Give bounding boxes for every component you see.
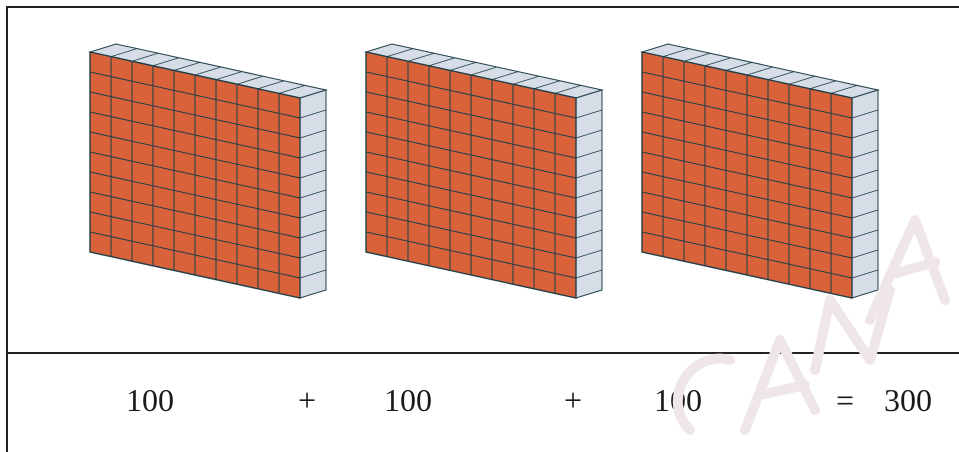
- grid-line: [365, 111, 577, 159]
- hundred-flat-2: [354, 40, 624, 310]
- grid-line: [575, 169, 603, 179]
- grid-line: [575, 209, 603, 219]
- grid-line: [299, 269, 327, 279]
- hundred-flats-row: [8, 8, 959, 352]
- grid-line: [575, 269, 603, 279]
- plus-sign-1: +: [298, 382, 317, 418]
- grid-line: [851, 169, 879, 179]
- grid-line: [704, 57, 732, 67]
- grid-line: [278, 85, 306, 94]
- grid-line: [641, 151, 853, 199]
- grid-line: [449, 62, 477, 71]
- grid-line: [851, 129, 879, 139]
- grid-line: [299, 169, 327, 179]
- grid-line: [110, 48, 138, 57]
- hundred-flat-1: [78, 40, 348, 310]
- grid-line: [89, 91, 301, 139]
- hundred-flat-2-drawing: [364, 43, 604, 299]
- grid-line: [89, 211, 301, 259]
- grid-line: [641, 91, 853, 139]
- grid-line: [365, 231, 577, 279]
- grid-line: [554, 85, 582, 94]
- grid-line: [851, 109, 879, 119]
- grid-line: [299, 149, 327, 159]
- grid-line: [89, 111, 301, 159]
- grid-line: [194, 66, 222, 76]
- grid-line: [575, 129, 603, 139]
- addend-1: 100: [126, 382, 174, 418]
- grid-line: [641, 211, 853, 259]
- grid-line: [641, 171, 853, 219]
- grid-line: [365, 171, 577, 219]
- grid-line: [365, 151, 577, 199]
- grid-line: [767, 71, 795, 80]
- grid-line: [641, 131, 853, 179]
- grid-line: [491, 71, 519, 80]
- grid-line: [809, 80, 837, 90]
- hundred-flat-3-drawing: [640, 43, 880, 299]
- hundred-flat-3: [630, 40, 900, 310]
- grid-line: [575, 149, 603, 159]
- grid-line: [428, 57, 456, 67]
- grid-line: [365, 71, 577, 119]
- grid-line: [365, 91, 577, 139]
- grid-line: [299, 109, 327, 119]
- diagram-frame: [6, 6, 959, 452]
- grid-line: [89, 171, 301, 219]
- grid-line: [89, 131, 301, 179]
- grid-line: [89, 151, 301, 199]
- sum-result: 300: [884, 382, 932, 418]
- addition-equation: 100 + 100 + 100 = 300: [8, 354, 959, 448]
- hundred-flat-1-drawing: [88, 43, 328, 299]
- row-divider: [6, 352, 959, 354]
- grid-line: [152, 57, 180, 67]
- grid-line: [683, 52, 711, 62]
- grid-line: [407, 52, 435, 62]
- grid-line: [365, 191, 577, 239]
- grid-line: [386, 48, 414, 57]
- grid-line: [641, 231, 853, 279]
- grid-line: [641, 191, 853, 239]
- grid-line: [725, 62, 753, 71]
- grid-line: [662, 48, 690, 57]
- grid-line: [173, 62, 201, 71]
- grid-line: [299, 229, 327, 239]
- grid-line: [746, 66, 774, 76]
- grid-line: [299, 129, 327, 139]
- grid-line: [257, 80, 285, 90]
- grid-line: [851, 149, 879, 159]
- grid-line: [575, 229, 603, 239]
- grid-line: [788, 75, 816, 85]
- grid-line: [299, 209, 327, 219]
- grid-line: [830, 85, 858, 94]
- grid-line: [851, 209, 879, 219]
- addend-2: 100: [384, 382, 432, 418]
- grid-line: [533, 80, 561, 90]
- grid-line: [575, 189, 603, 199]
- grid-line: [299, 249, 327, 259]
- grid-line: [470, 66, 498, 76]
- grid-line: [299, 189, 327, 199]
- grid-line: [512, 75, 540, 85]
- grid-line: [575, 109, 603, 119]
- grid-line: [365, 211, 577, 259]
- grid-line: [215, 71, 243, 80]
- grid-line: [851, 189, 879, 199]
- grid-line: [236, 75, 264, 85]
- grid-line: [575, 249, 603, 259]
- grid-line: [89, 231, 301, 279]
- grid-line: [641, 71, 853, 119]
- plus-sign-2: +: [564, 382, 583, 418]
- grid-line: [89, 71, 301, 119]
- equals-sign: =: [836, 382, 855, 418]
- grid-line: [89, 191, 301, 239]
- grid-line: [365, 131, 577, 179]
- grid-line: [641, 111, 853, 159]
- grid-line: [131, 52, 159, 62]
- addend-3: 100: [654, 382, 702, 418]
